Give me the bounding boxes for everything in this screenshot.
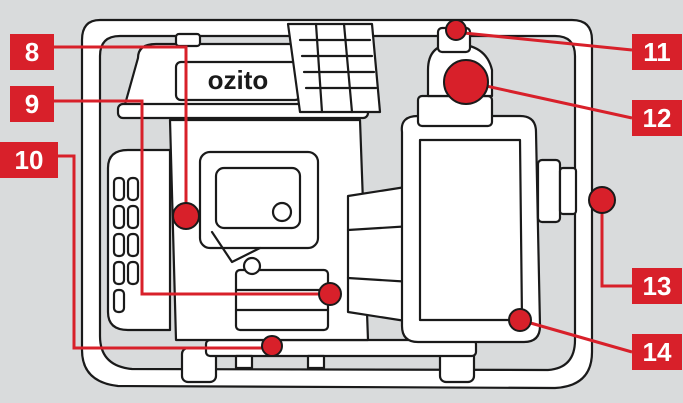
callout-11-leader [453,30,633,52]
callout-10-leader [58,154,268,350]
part-outlet-marker [443,59,489,105]
callout-badge-11: 11 [632,34,682,70]
engine-block [168,118,370,342]
callout-badge-13: 13 [632,268,682,304]
callout-9-leader [54,99,322,296]
callout-13-leader [600,200,632,288]
callout-badge-9: 9 [10,86,54,122]
callout-8-leader [54,45,188,212]
callout-badge-14: 14 [632,334,682,370]
part-oil-plug-marker [261,335,283,357]
part-priming-cap-marker [445,19,467,41]
callout-12-leader [467,80,633,120]
callout-14-leader [519,318,633,354]
callout-badge-10: 10 [0,142,58,178]
part-inlet-marker [588,186,616,214]
part-pump-drain-marker [508,308,532,332]
part-fuel-cap-marker [172,202,200,230]
recoil-starter [106,148,172,332]
callout-badge-12: 12 [632,100,682,136]
tank-guard [286,22,382,114]
brand-logo: ozito [208,65,269,95]
part-drain-plug-marker [318,282,342,306]
callout-badge-8: 8 [10,34,54,70]
